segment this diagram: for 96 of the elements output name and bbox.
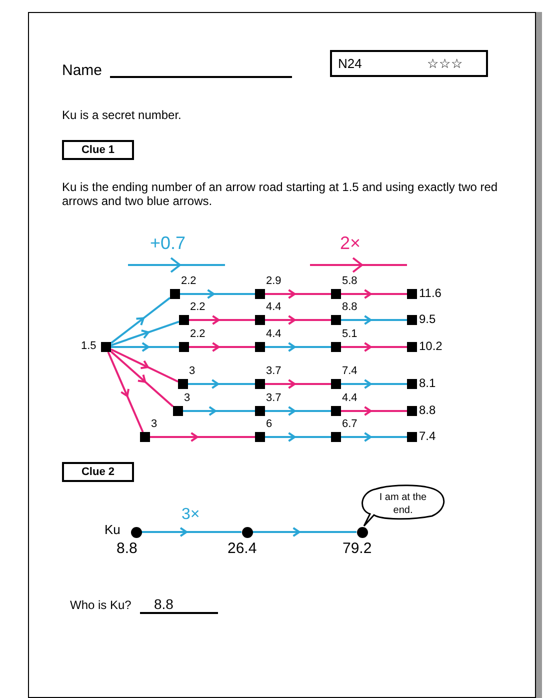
number-label: 3.7	[266, 365, 282, 377]
number-point	[101, 342, 111, 352]
number-point	[179, 342, 189, 352]
number-label: 79.2	[342, 540, 372, 556]
number-point	[170, 289, 180, 299]
number-label: 8.8	[419, 403, 436, 417]
arrow	[110, 348, 178, 382]
number-point	[331, 379, 341, 389]
number-label: 3	[189, 365, 196, 377]
number-label: 6	[266, 418, 272, 430]
number-label: 3.7	[266, 392, 282, 404]
arrow	[107, 352, 144, 432]
number-point	[255, 289, 265, 299]
number-label: 2.2	[190, 328, 206, 340]
operation-label: +0.7	[150, 233, 186, 254]
difficulty-stars: ☆☆☆	[427, 56, 463, 71]
intro-text: Ku is a secret number.	[62, 108, 182, 122]
worksheet-code: N24	[338, 56, 362, 71]
number-label: 6.7	[342, 418, 358, 430]
number-label: 5.1	[342, 328, 358, 340]
arrow	[341, 379, 407, 389]
number-point	[331, 289, 341, 299]
number-point	[407, 289, 417, 299]
arrow	[111, 342, 179, 352]
arrow	[341, 342, 407, 352]
arrow	[142, 527, 242, 537]
operation-label: 2×	[340, 233, 361, 254]
arrow	[265, 432, 331, 442]
number-point	[331, 342, 341, 352]
number-point	[407, 342, 417, 352]
arrow	[189, 342, 255, 352]
number-label: 2.2	[181, 275, 196, 287]
name-label: Name	[62, 62, 102, 79]
arrow	[265, 406, 331, 416]
number-point	[407, 379, 417, 389]
arrow	[265, 379, 331, 389]
number-point	[140, 432, 150, 442]
number-point	[331, 406, 341, 416]
number-label: 8.1	[419, 376, 436, 390]
level-badge	[330, 50, 488, 77]
number-label: 5.8	[342, 275, 358, 287]
arrow	[180, 289, 255, 299]
number-point	[255, 406, 265, 416]
number-label: 11.6	[419, 286, 442, 300]
arrow	[110, 350, 174, 408]
clue-tag	[62, 462, 134, 482]
arrow	[150, 432, 255, 442]
number-label: 7.4	[419, 429, 436, 443]
number-label: 26.4	[228, 540, 257, 556]
number-point	[407, 406, 417, 416]
number-label: 4.4	[266, 328, 282, 340]
answer-field: 8.8	[140, 596, 218, 614]
number-label: 10.2	[419, 339, 442, 353]
arrow	[110, 297, 171, 344]
number-point	[331, 432, 341, 442]
arrow	[252, 527, 356, 537]
speech-bubble	[362, 486, 444, 524]
arrow	[110, 320, 180, 346]
arrow	[341, 315, 407, 325]
number-point	[407, 432, 417, 442]
number-label: 1.5	[81, 340, 96, 352]
arrow	[341, 432, 407, 442]
arrow	[265, 289, 331, 299]
number-point	[407, 315, 417, 325]
number-point	[178, 379, 188, 389]
arrow	[265, 315, 331, 325]
number-point	[255, 432, 265, 442]
clue-tag	[62, 140, 134, 160]
number-label: 3	[184, 392, 190, 404]
number-label: 3	[151, 418, 158, 430]
arrow	[341, 406, 407, 416]
number-point	[255, 315, 265, 325]
arrow	[189, 315, 255, 325]
number-point	[255, 379, 265, 389]
number-point	[255, 342, 265, 352]
clue-title: Clue 2	[80, 466, 116, 478]
number-label: 9.5	[419, 312, 436, 326]
number-point	[173, 406, 183, 416]
clue-title: Clue 1	[80, 144, 116, 156]
number-point	[179, 315, 189, 325]
number-label: 4.4	[342, 392, 358, 404]
arrow	[341, 289, 407, 299]
number-label: 7.4	[342, 365, 358, 377]
number-point	[331, 315, 341, 325]
number-label: 8.8	[342, 301, 358, 313]
number-label: 8.8	[116, 540, 138, 556]
number-label: 2.9	[266, 275, 282, 287]
clue-text: Ku is the ending number of an arrow road starting at 1.5 and using exactly two red arrows and two blue arrows.	[62, 180, 499, 208]
number-label: 2.2	[190, 301, 206, 313]
number-label: 4.4	[266, 301, 282, 313]
name-tag: Ku	[104, 522, 120, 536]
arrow	[265, 342, 331, 352]
arrow	[183, 406, 255, 416]
arrow	[188, 379, 255, 389]
speech-text: I am at the end.	[378, 491, 428, 517]
question-text: Who is Ku?	[70, 598, 132, 612]
